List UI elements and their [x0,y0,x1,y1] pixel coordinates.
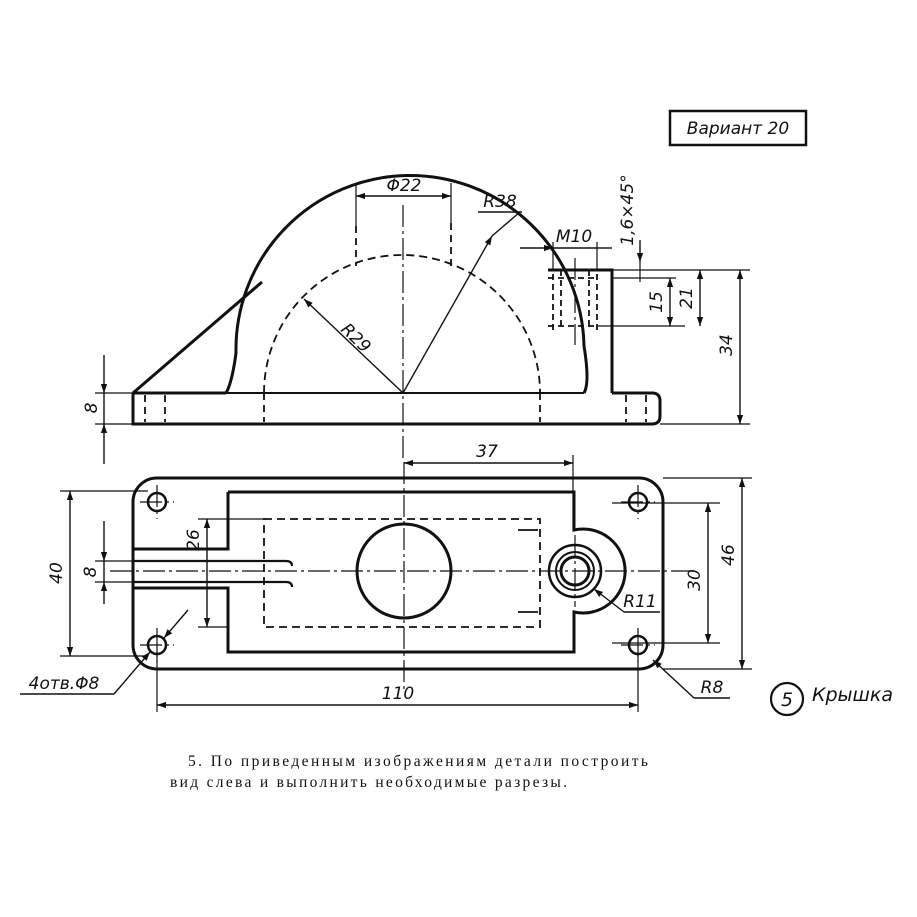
top-inner-outline [133,490,627,654]
front-threaded-hole-hidden [548,270,598,330]
rib-width-label: 8 [81,566,101,577]
boss-offset-label: 37 [476,442,498,462]
dim-vertical-right: 15 21 34 [597,269,750,425]
bore-diameter-label: Φ22 [386,176,421,196]
hole-spacing-label: 110 [382,684,414,704]
dim-total-width: 46 [663,477,752,670]
dim-thread: M10 [520,227,612,270]
task-line-2: вид слева и выполнить необходимые разрез… [170,774,567,791]
dim-holes: 4отв.Φ8 [20,609,189,695]
dim-boss-radius: R11 [593,588,660,613]
part-number-circle [769,681,805,717]
top-centerlines [110,462,690,690]
front-view: Φ22 R38 R29 M10 1,6×45° [82,174,750,464]
part-name: Крышка [812,684,893,706]
hole-depth-label: 21 [677,287,697,309]
inner-radius-label: R29 [336,320,374,358]
dim-hole-spacing: 110 [156,650,639,712]
front-inner-hidden-arc [263,254,541,394]
front-boss [548,268,614,393]
top-view: 37 26 8 40 30 [20,442,752,712]
front-base-plate [131,391,662,426]
variant-label: Вариант 20 [687,119,789,139]
dim-base-thickness: 8 [82,355,133,464]
dim-slot-width: 26 [184,518,264,628]
total-height-label: 34 [717,334,737,356]
top-boss-hidden [518,529,538,613]
top-mounting-holes [146,491,649,656]
part-label: 5 Крышка [769,681,893,717]
top-hidden-cavity [263,518,541,628]
top-outer-plate [131,476,665,671]
inner-width-label: 30 [685,569,705,591]
front-bore-hidden [355,223,452,266]
chamfer-label: 1,6×45° [618,174,638,245]
slot-width-label: 26 [184,529,204,551]
part-number: 5 [781,689,793,711]
front-hidden-holes [144,393,647,422]
front-centerlines [402,205,576,462]
dim-corner-radius: R8 [652,659,730,699]
task-text: 5. По приведенным изображениям детали по… [170,753,648,791]
dim-rib-width: 8 [81,521,133,604]
dim-chamfer: 1,6×45° [618,174,644,282]
thread-label: M10 [556,227,592,247]
dim-bore-diameter: Φ22 [355,176,452,226]
holes-width-label: 40 [47,562,67,584]
variant-box: Вариант 20 [668,109,808,147]
dim-inner-radius: R29 [303,298,404,394]
top-rib-lines [133,559,294,588]
front-outer-arc [224,174,589,394]
total-width-label: 46 [719,544,739,566]
corner-radius-label: R8 [701,678,724,698]
front-rib [132,280,263,395]
boss-radius-label: R11 [623,592,656,612]
dim-holes-width: 40 [47,490,148,657]
dim-inner-width: 30 [612,502,720,644]
dim-outer-radius: R38 [402,192,522,394]
thread-depth-label: 15 [647,291,667,313]
task-line-1: 5. По приведенным изображениям детали по… [188,753,648,770]
base-thickness-label: 8 [82,402,102,413]
outer-radius-label: R38 [483,192,517,212]
dim-boss-offset: 37 [404,442,574,530]
holes-label: 4отв.Φ8 [29,674,100,694]
